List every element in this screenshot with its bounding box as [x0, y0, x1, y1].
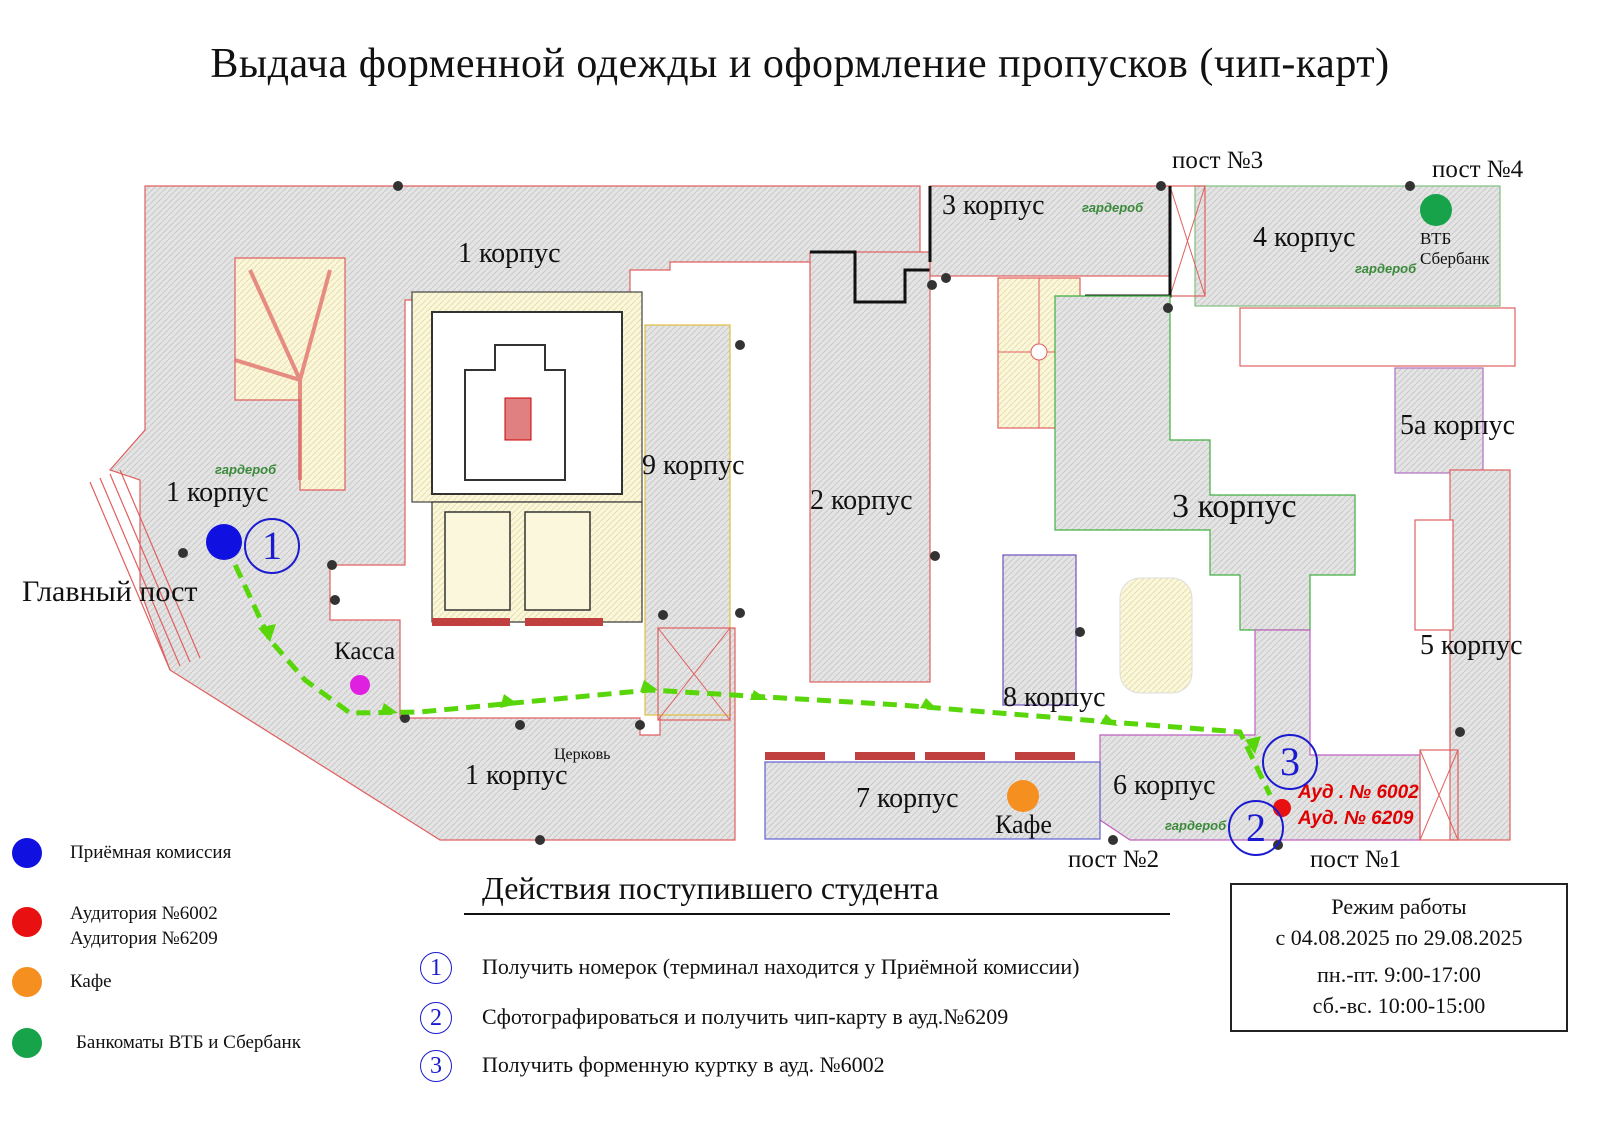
hours-title: Режим работы: [1331, 894, 1467, 919]
label-kassa: Касса: [334, 638, 396, 665]
label-building-5: 5 корпус: [1420, 630, 1523, 661]
kassa-marker: [350, 675, 370, 695]
action-step-1: 1 Получить номерок (терминал находится у…: [420, 952, 1180, 992]
label-building-3-center: 3 корпус: [1172, 488, 1297, 525]
label-post-1: пост №1: [1310, 846, 1402, 873]
hours-period: с 04.08.2025 по 29.08.2025: [1275, 925, 1523, 950]
label-building-4: 4 корпус: [1253, 222, 1356, 253]
admission-marker: [206, 524, 242, 560]
legend-text-cafe: Кафе: [70, 971, 112, 992]
label-aud-6209: Ауд. № 6209: [1298, 808, 1414, 829]
label-building-1-bottom: 1 корпус: [465, 760, 568, 791]
label-building-2: 2 корпус: [810, 485, 913, 516]
working-hours-box: Режим работы с 04.08.2025 по 29.08.2025 …: [1230, 883, 1568, 1032]
label-building-1-left: 1 корпус: [166, 477, 269, 508]
legend-item-auditorium: Аудитория №6002 Аудитория №6209: [10, 903, 330, 957]
label-wardrobe-6: гардероб: [1165, 818, 1227, 833]
label-building-7: 7 корпус: [856, 783, 959, 814]
atm-marker: [1420, 194, 1452, 226]
cafe-marker: [1007, 780, 1039, 812]
action-step-1-number: 1: [420, 952, 452, 984]
label-aud-6002: Ауд . № 6002: [1298, 782, 1419, 803]
legend-dot-atm: [12, 1028, 42, 1058]
building-2: [809, 251, 931, 683]
action-step-3-text: Получить форменную куртку в ауд. №6002: [482, 1052, 885, 1077]
route-step-2: 2: [1228, 800, 1284, 856]
action-step-2-number: 2: [420, 1002, 452, 1034]
label-atm-sber: Сбербанк: [1420, 249, 1490, 268]
building-5a: [1394, 367, 1484, 474]
actions-title: Действия поступившего студента: [482, 870, 939, 906]
hours-weekdays: пн.-пт. 9:00-17:00: [1317, 962, 1481, 987]
action-step-1-text: Получить номерок (терминал находится у П…: [482, 954, 1080, 979]
label-wardrobe-4: гардероб: [1355, 261, 1417, 276]
legend-item-admission: Приёмная комиссия: [10, 838, 330, 888]
building-8: [1002, 554, 1077, 706]
label-cafe: Кафе: [995, 810, 1052, 839]
route-path: [223, 543, 1273, 797]
label-building-5a: 5а корпус: [1400, 410, 1516, 441]
actions-divider: [464, 913, 1170, 915]
legend-dot-cafe: [12, 967, 42, 997]
hours-weekend: сб.-вс. 10:00-15:00: [1312, 993, 1486, 1018]
legend-text-admission: Приёмная комиссия: [70, 842, 232, 863]
building-9: [644, 324, 731, 716]
label-post-2: пост №2: [1068, 846, 1160, 873]
label-wardrobe-1: гардероб: [215, 462, 277, 477]
label-wardrobe-3: гардероб: [1082, 200, 1144, 215]
label-building-1-top: 1 корпус: [458, 238, 561, 269]
legend-dot-admission: [12, 838, 42, 868]
legend-text-atm: Банкоматы ВТБ и Сбербанк: [76, 1032, 301, 1053]
legend-item-cafe: Кафе: [10, 967, 330, 1017]
label-church: Церковь: [554, 746, 611, 763]
label-post-4: пост №4: [1432, 156, 1524, 183]
legend-dot-auditorium: [12, 907, 42, 937]
building-3-center: [1054, 295, 1356, 631]
label-atm-vtb: ВТБ: [1420, 229, 1452, 248]
action-step-3-number: 3: [420, 1050, 452, 1082]
label-building-3-top: 3 корпус: [942, 190, 1045, 221]
label-main-post: Главный пост: [22, 575, 198, 608]
legend-item-atm: Банкоматы ВТБ и Сбербанк: [10, 1028, 330, 1078]
legend-text-auditorium: Аудитория №6002 Аудитория №6209: [70, 903, 218, 949]
label-building-8: 8 корпус: [1003, 682, 1106, 713]
building-7: [764, 761, 1101, 840]
action-step-2-text: Сфотографироваться и получить чип-карту …: [482, 1004, 1009, 1029]
building-5: [1449, 469, 1511, 841]
label-building-6: 6 корпус: [1113, 770, 1216, 801]
action-step-3: 3 Получить форменную куртку в ауд. №6002: [420, 1050, 1180, 1090]
route-step-3: 3: [1262, 734, 1318, 790]
action-step-2: 2 Сфотографироваться и получить чип-карт…: [420, 1002, 1180, 1042]
building-6: [1099, 629, 1421, 841]
label-building-9: 9 корпус: [642, 450, 745, 481]
route-step-1: 1: [244, 518, 300, 574]
page-title: Выдача форменной одежды и оформление про…: [210, 41, 1390, 87]
label-post-3: пост №3: [1172, 147, 1264, 174]
